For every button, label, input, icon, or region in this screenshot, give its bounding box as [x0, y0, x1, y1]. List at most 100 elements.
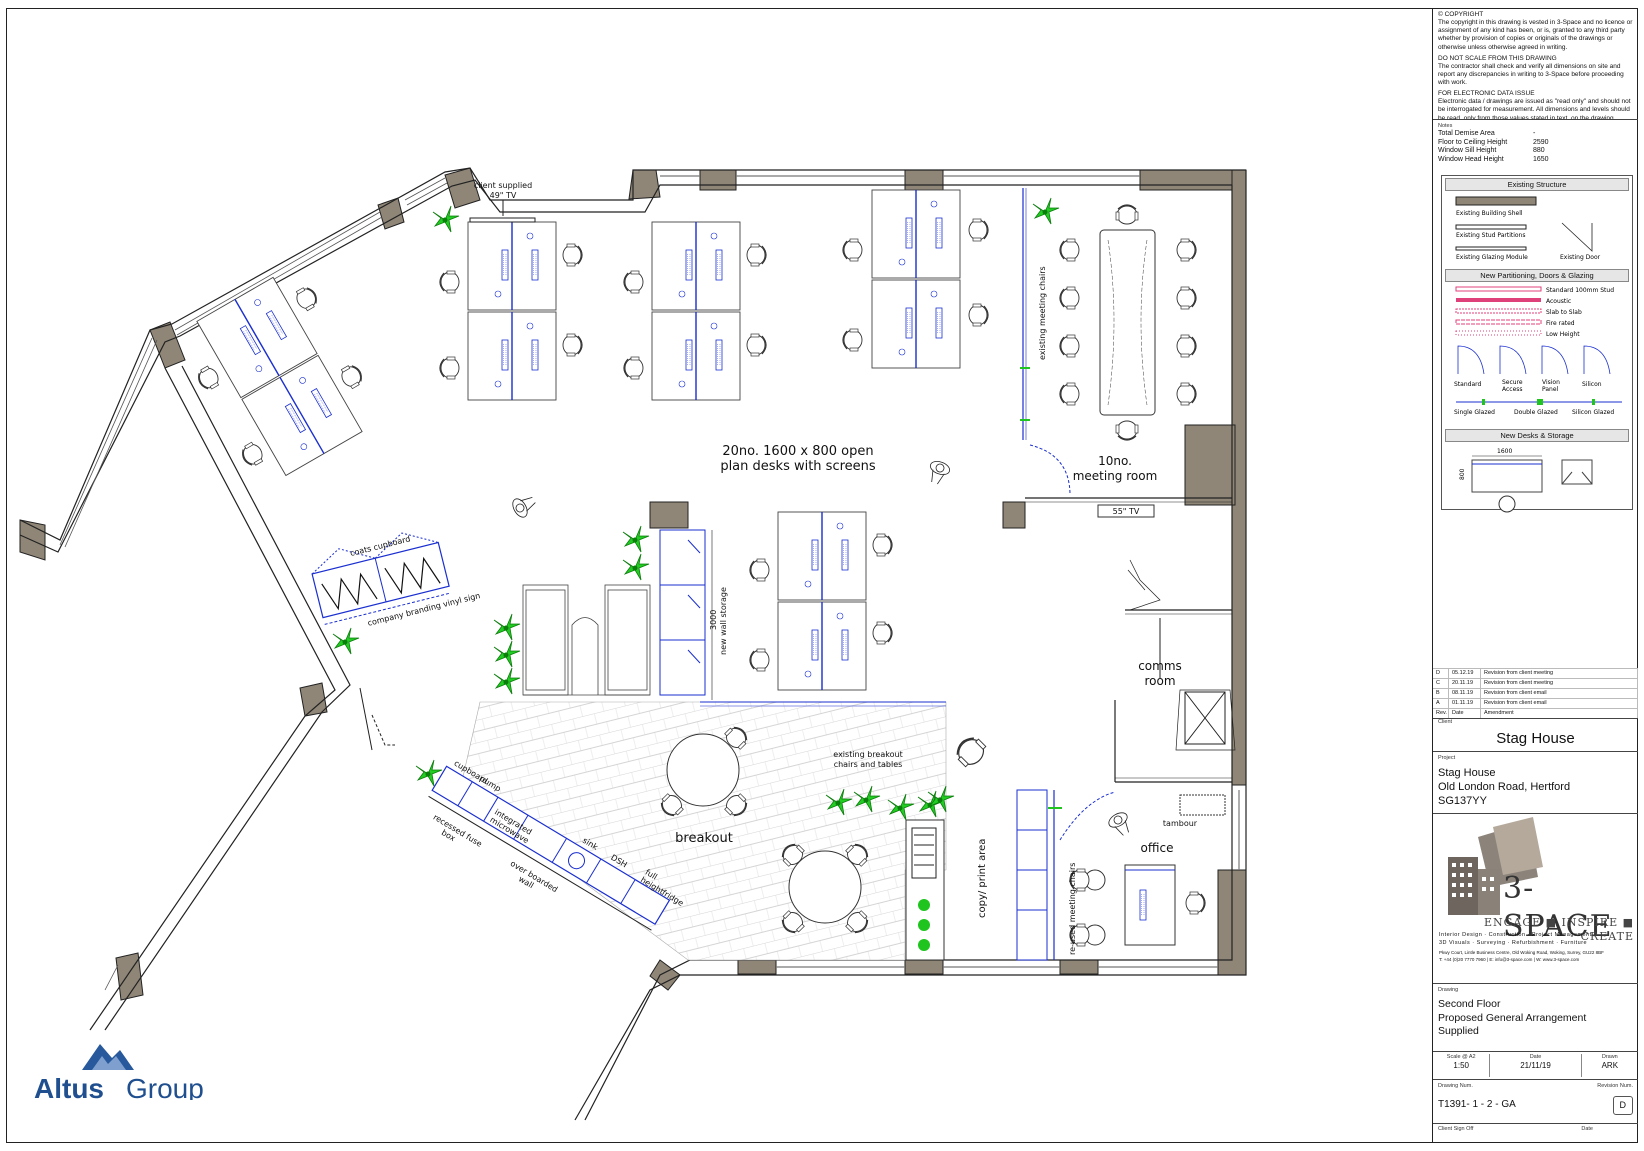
meeting-table: [1099, 229, 1156, 416]
desk-cluster-1: [439, 222, 583, 400]
project-section: Project Stag House Old London Road, Hert…: [1433, 752, 1638, 814]
altus-group-logo: Altus Group: [30, 1040, 230, 1104]
drawing-sheet: [6, 8, 1638, 1143]
tv-49: client supplied 49" TV: [469, 181, 536, 223]
project-line-3: SG137YY: [1438, 795, 1487, 808]
wall-pier: [115, 952, 144, 1001]
legend-single-glazed: Single Glazed: [1454, 409, 1495, 416]
tag-inspire: INSPIRE: [1561, 916, 1619, 929]
comms-room-label: room: [1144, 674, 1175, 688]
legend: Existing Structure Existing Building She…: [1441, 175, 1633, 513]
signoff-head: Client Sign Off: [1438, 1126, 1474, 1132]
notes-section: Notes Total Demise Area- Floor to Ceilin…: [1433, 120, 1638, 672]
tag-create: CREATE: [1580, 929, 1634, 943]
drawing-number: T1391- 1 - 2 - GA: [1438, 1099, 1516, 1111]
notes-row: Total Demise Area-: [1438, 129, 1536, 137]
copyright-section: © COPYRIGHT The copyright in this drawin…: [1433, 8, 1638, 120]
lockers: [522, 584, 651, 696]
client-name: Stag House: [1496, 729, 1575, 747]
breakout-chairs-label-1: existing breakout: [833, 750, 902, 759]
legend-double-glazed: Double Glazed: [1514, 409, 1558, 416]
project-line-2: Old London Road, Hertford: [1438, 781, 1571, 794]
legend-low: Low Height: [1546, 331, 1580, 338]
office-label: office: [1141, 841, 1174, 855]
group-word: Group: [126, 1073, 204, 1100]
noscale-text: The contractor shall check and verify al…: [1438, 62, 1624, 86]
meeting-room: 55" TV 10no. meeting room existing meeti…: [1020, 188, 1232, 518]
wall-pier: [1059, 959, 1099, 975]
copy-print-label: copy/ print area: [977, 839, 988, 918]
tag-engage: ENGAGE: [1483, 916, 1542, 929]
client-tv-size: 49" TV: [490, 191, 517, 200]
legend-silicon: Silicon: [1582, 381, 1602, 388]
three-space-logo-icon: [1448, 817, 1543, 915]
legend-std: Standard 100mm Stud: [1546, 287, 1614, 294]
copyright-text: The copyright in this drawing is vested …: [1438, 19, 1633, 51]
date-value: 21/11/19: [1520, 1060, 1551, 1070]
dwgnum-head: Drawing Num.: [1438, 1083, 1473, 1089]
comms-label: comms: [1138, 659, 1182, 673]
electronic-text: Electronic data / drawings are issued as…: [1438, 98, 1631, 120]
wall-pier: [649, 959, 681, 991]
meeting-room-label: meeting room: [1073, 469, 1158, 483]
desk-cluster-4: [749, 512, 893, 690]
altus-word: Altus: [34, 1073, 104, 1100]
signoff-date: Date: [1581, 1126, 1593, 1132]
legend-dim-800: 800: [1459, 469, 1466, 481]
drawing-line-1: Second Floor: [1438, 997, 1501, 1010]
drawing-section: Drawing Second Floor Proposed General Ar…: [1433, 984, 1638, 1052]
legend-standard: Standard: [1454, 381, 1481, 388]
logo-tagline: ENGAGE ■ INSPIRE ■ CREATE: [1483, 916, 1634, 943]
drawn-head: Drawn: [1601, 1054, 1618, 1060]
column-pier: [1002, 501, 1026, 529]
legend-silicon-glazed: Silicon Glazed: [1572, 409, 1614, 416]
wall-pier: [628, 169, 661, 200]
altus-logo-icon: Altus Group: [34, 1044, 204, 1104]
legend-access: Access: [1502, 386, 1523, 393]
breakout-table-2: [777, 839, 873, 938]
electronic-head: FOR ELECTRONIC DATA ISSUE: [1438, 90, 1535, 98]
office: office tambour re-used meeting chairs: [1016, 789, 1226, 961]
title-block: © COPYRIGHT The copyright in this drawin…: [1432, 8, 1638, 1143]
legend-desks-symbols: 1600 800: [1459, 448, 1593, 513]
breakout-label: breakout: [675, 831, 733, 846]
drawing-number-section: Drawing Num.Revision Num. T1391- 1 - 2 -…: [1433, 1080, 1638, 1124]
copy-print-area: copy/ print area: [905, 819, 988, 961]
wall-pier: [904, 959, 944, 975]
legend-new-symbols: Standard 100mm Stud Acoustic Slab to Sla…: [1454, 286, 1622, 416]
project-line-1: Stag House: [1438, 766, 1496, 779]
legend-slab: Slab to Slab: [1546, 309, 1582, 316]
legend-new: New Partitioning, Doors & Glazing: [1445, 268, 1629, 282]
logo-services-2: 3D Visuals · Surveying · Refurbishment ·…: [1439, 940, 1588, 946]
legend-fire: Fire rated: [1546, 320, 1575, 327]
wall-pier: [444, 167, 481, 209]
scale-value: 1:50: [1453, 1060, 1469, 1070]
desk-cluster-5: [194, 263, 366, 489]
reused-chairs-label: re-used meeting chairs: [1068, 863, 1077, 955]
drawing-line-2: Proposed General Arrangement: [1438, 1011, 1587, 1024]
legend-dim-1600: 1600: [1497, 448, 1512, 455]
legend-secure: Secure: [1502, 379, 1523, 386]
date-head: Date: [1529, 1054, 1542, 1060]
open-plan-label-1: 20no. 1600 x 800 open: [722, 444, 873, 459]
breakout-table-1: [656, 722, 991, 821]
revision-number: D: [1612, 1095, 1633, 1116]
coats-cupboard: coats cupboard company branding vinyl si…: [311, 532, 481, 628]
wall-storage: 3000 new wall storage: [659, 529, 728, 700]
legend-existing: Existing Structure: [1445, 178, 1629, 192]
meeting-room-count: 10no.: [1098, 454, 1132, 468]
breakout-chairs-label-2: chairs and tables: [834, 760, 903, 769]
legend-acoustic: Acoustic: [1546, 298, 1571, 305]
open-plan-label-2: plan desks with screens: [720, 459, 876, 474]
legend-glazing: Existing Glazing Module: [1456, 254, 1528, 261]
legend-panel: Panel: [1542, 386, 1559, 393]
wall-pier: [737, 959, 777, 975]
wall-pier: [1184, 424, 1236, 506]
desk-cluster-2: [623, 222, 767, 400]
logo-services-1: Interior Design · Construction · Project…: [1439, 932, 1592, 938]
